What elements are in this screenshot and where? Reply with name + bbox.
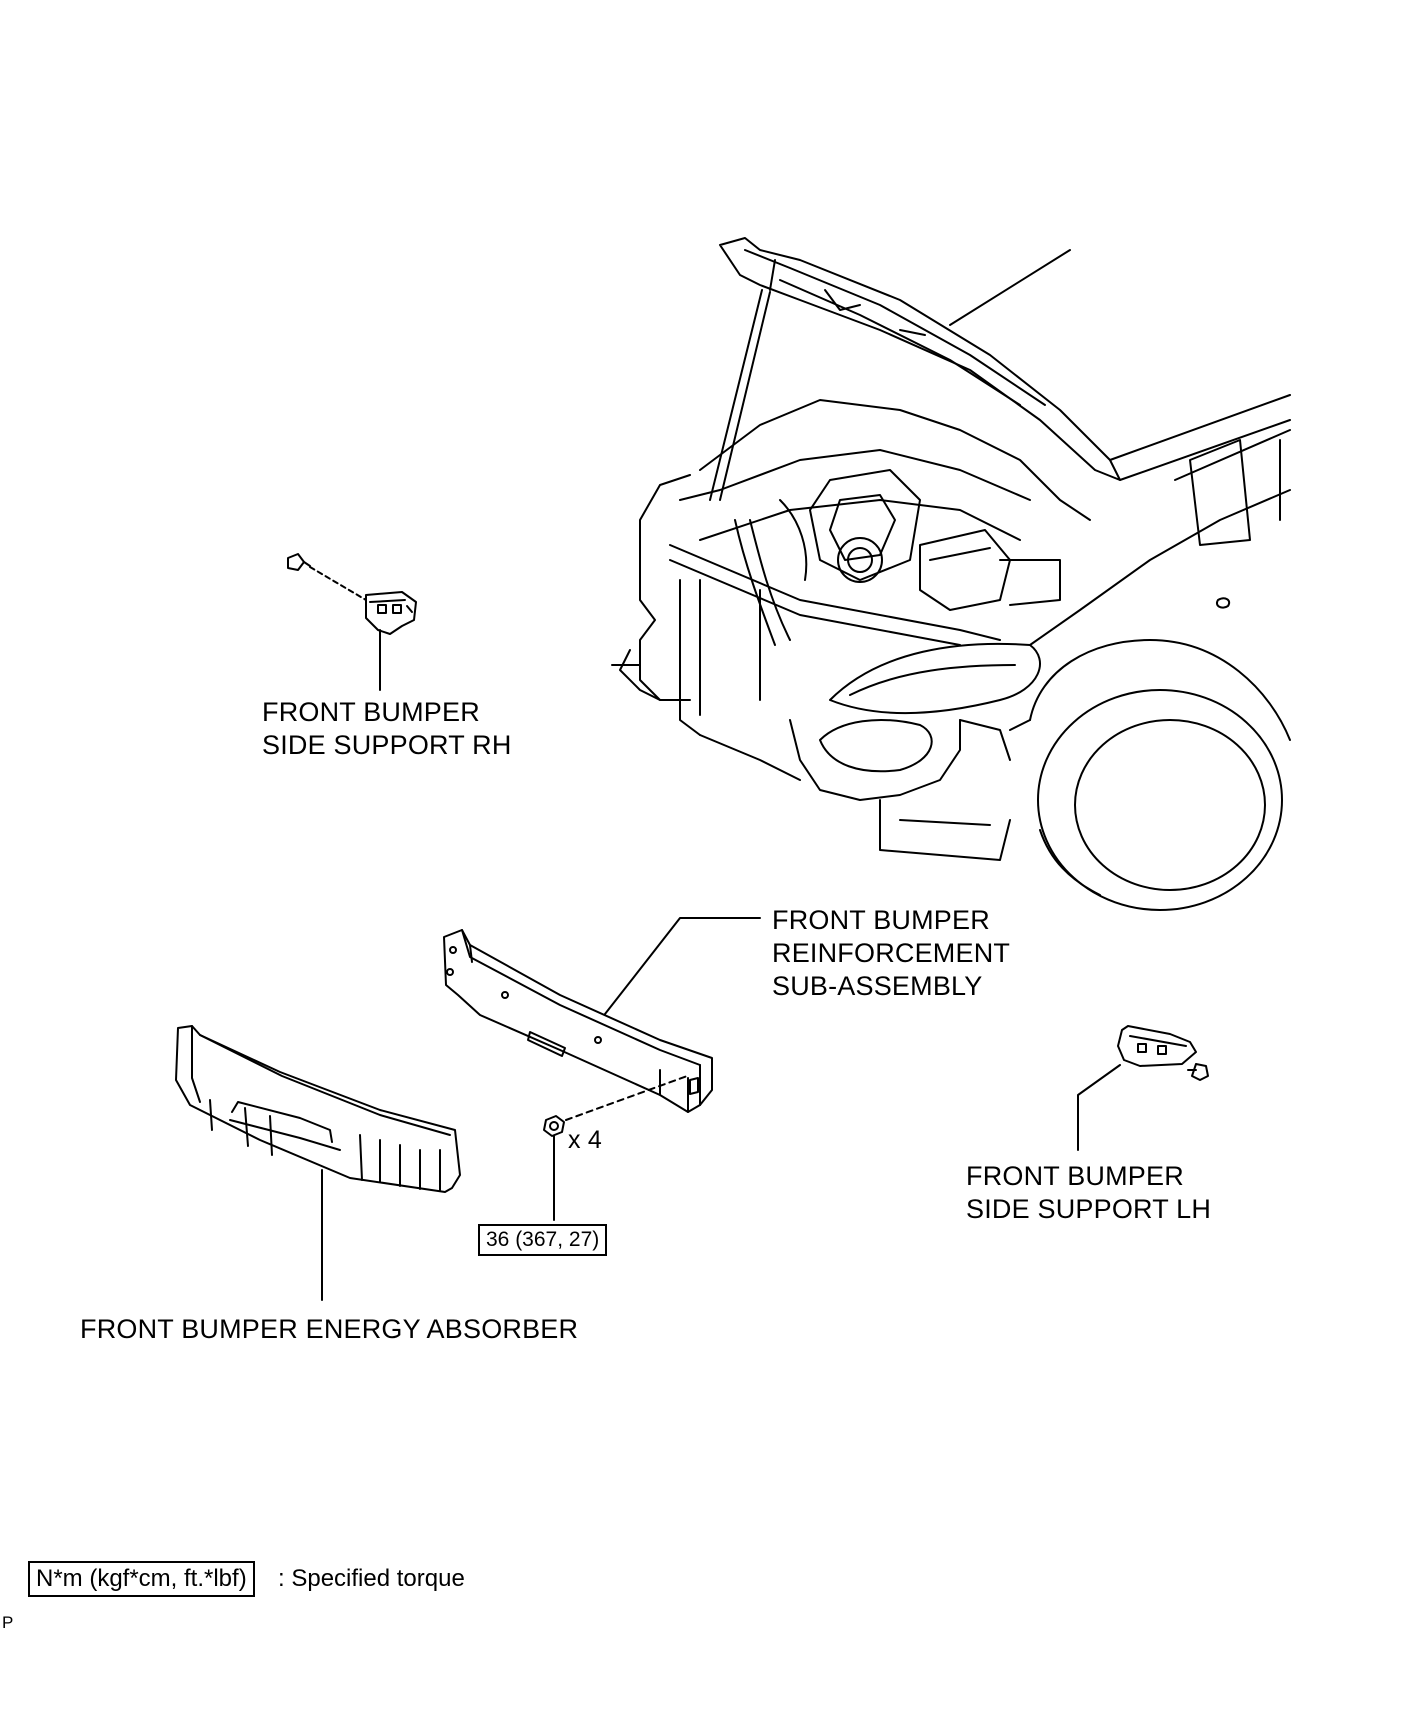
- side-support-rh-part: [365, 591, 417, 635]
- label-side-support-lh: FRONT BUMPER SIDE SUPPORT LH: [966, 1160, 1211, 1226]
- leader-nut-to-reinforcement: [565, 1074, 691, 1121]
- torque-unit-legend-box: N*m (kgf*cm, ft.*lbf): [28, 1561, 255, 1597]
- reinforcement-sub-assembly-part: [443, 929, 713, 1113]
- nut-icon: [543, 1115, 565, 1137]
- label-line: SIDE SUPPORT LH: [966, 1194, 1212, 1224]
- label-line: SUB-ASSEMBLY: [772, 971, 983, 1001]
- leader-side-support-lh: [1077, 1064, 1121, 1151]
- bolt-lh: [1187, 1063, 1209, 1081]
- page-identifier: P: [2, 1613, 14, 1632]
- label-line: FRONT BUMPER: [966, 1161, 1184, 1191]
- label-line: REINFORCEMENT: [772, 938, 1011, 968]
- torque-legend-description: : Specified torque: [278, 1565, 465, 1592]
- energy-absorber-part: [175, 1025, 461, 1193]
- leader-reinforcement: [604, 917, 761, 1015]
- label-line: SIDE SUPPORT RH: [262, 730, 512, 760]
- vehicle-front-illustration: [611, 237, 1291, 911]
- torque-value-box: 36 (367, 27): [478, 1224, 608, 1256]
- bolt-rh: [287, 553, 311, 571]
- label-line: FRONT BUMPER: [262, 697, 480, 727]
- leader-bolt-rh: [309, 566, 367, 601]
- label-line: FRONT BUMPER: [772, 905, 990, 935]
- label-nut-quantity: x 4: [568, 1126, 602, 1154]
- side-support-lh-part: [1117, 1025, 1197, 1067]
- label-reinforcement-sub-assembly: FRONT BUMPER REINFORCEMENT SUB-ASSEMBLY: [772, 904, 1010, 1003]
- label-side-support-rh: FRONT BUMPER SIDE SUPPORT RH: [262, 696, 512, 762]
- label-energy-absorber: FRONT BUMPER ENERGY ABSORBER: [80, 1314, 579, 1344]
